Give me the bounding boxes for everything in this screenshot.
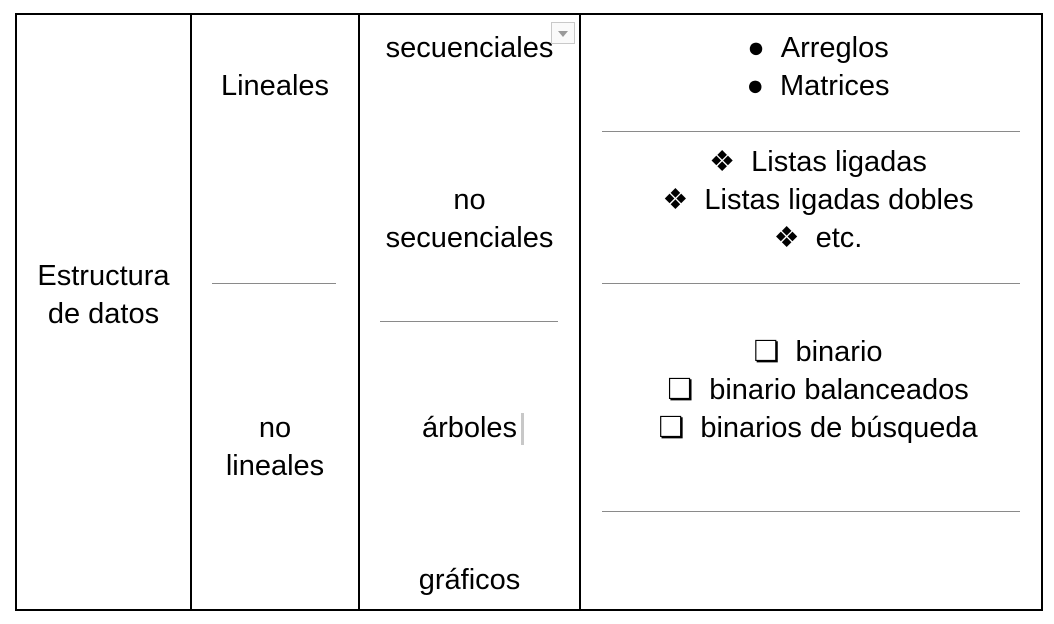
list-item: ❖ Listas ligadas dobles: [583, 181, 1053, 219]
diamond-bullet-icon: ❖: [773, 222, 800, 254]
bullet-icon: ●: [746, 70, 764, 102]
no-secuenciales-line-1: no: [453, 184, 486, 216]
square-bullet-icon: ❏: [658, 412, 685, 444]
no-lineales-label: no lineales: [192, 409, 358, 485]
graficos-label: gráficos: [418, 564, 521, 596]
items-divider-3: [602, 511, 1020, 512]
list-item-text: Listas ligadas dobles: [704, 184, 974, 216]
column-divider-1: [190, 13, 192, 611]
no-secuenciales-line-2: secuenciales: [385, 222, 554, 254]
root-label-line-2: de datos: [47, 298, 160, 330]
list-item-text: binarios de búsqueda: [700, 412, 978, 444]
diamond-bullet-icon: ❖: [662, 184, 689, 216]
bullet-icon: ●: [747, 32, 765, 64]
no-secuenciales-list: ❖ Listas ligadas ❖ Listas ligadas dobles ❖…: [583, 143, 1053, 257]
no-lineales-line-2: lineales: [225, 450, 325, 482]
lineales-label: Lineales: [220, 70, 330, 102]
lineales-divider: [212, 283, 336, 284]
secuenciales-label: secuenciales: [385, 32, 554, 64]
items-divider-2: [602, 283, 1020, 284]
text-cursor: [521, 413, 524, 445]
list-item-text: Arreglos: [780, 32, 889, 64]
secuenciales-list: ● Arreglos ● Matrices: [583, 29, 1053, 105]
no-lineales-line-1: no: [258, 412, 292, 444]
secuenciales-divider: [380, 321, 558, 322]
items-divider-1: [602, 131, 1020, 132]
column-divider-3: [579, 13, 581, 611]
no-secuenciales-label: no secuenciales: [360, 181, 579, 257]
list-item-text: etc.: [815, 222, 863, 254]
arboles-label: árboles: [421, 412, 518, 444]
list-item-text: Listas ligadas: [751, 146, 927, 178]
root-label-line-1: Estructura: [37, 260, 170, 292]
list-item: ❏ binarios de búsqueda: [583, 409, 1053, 447]
table-frame: [15, 13, 1043, 611]
list-item: ● Arreglos: [583, 29, 1053, 67]
list-item: ● Matrices: [583, 67, 1053, 105]
list-item: ❏ binario: [583, 333, 1053, 371]
list-item-text: binario: [795, 336, 883, 368]
root-label: Estructura de datos: [17, 257, 190, 333]
square-bullet-icon: ❏: [667, 374, 694, 406]
square-bullet-icon: ❏: [753, 336, 780, 368]
column-divider-2: [358, 13, 360, 611]
list-item: ❏ binario balanceados: [583, 371, 1053, 409]
arboles-list: ❏binario ❏binario balanceados ❏binarios …: [583, 333, 1053, 447]
diamond-bullet-icon: ❖: [709, 146, 736, 178]
list-item: ❖ Listas ligadas: [583, 143, 1053, 181]
list-item: ❖ etc.: [583, 219, 1053, 257]
list-item-text: Matrices: [779, 70, 890, 102]
chevron-down-icon[interactable]: [551, 22, 575, 44]
list-item-text: binario balanceados: [709, 374, 969, 406]
